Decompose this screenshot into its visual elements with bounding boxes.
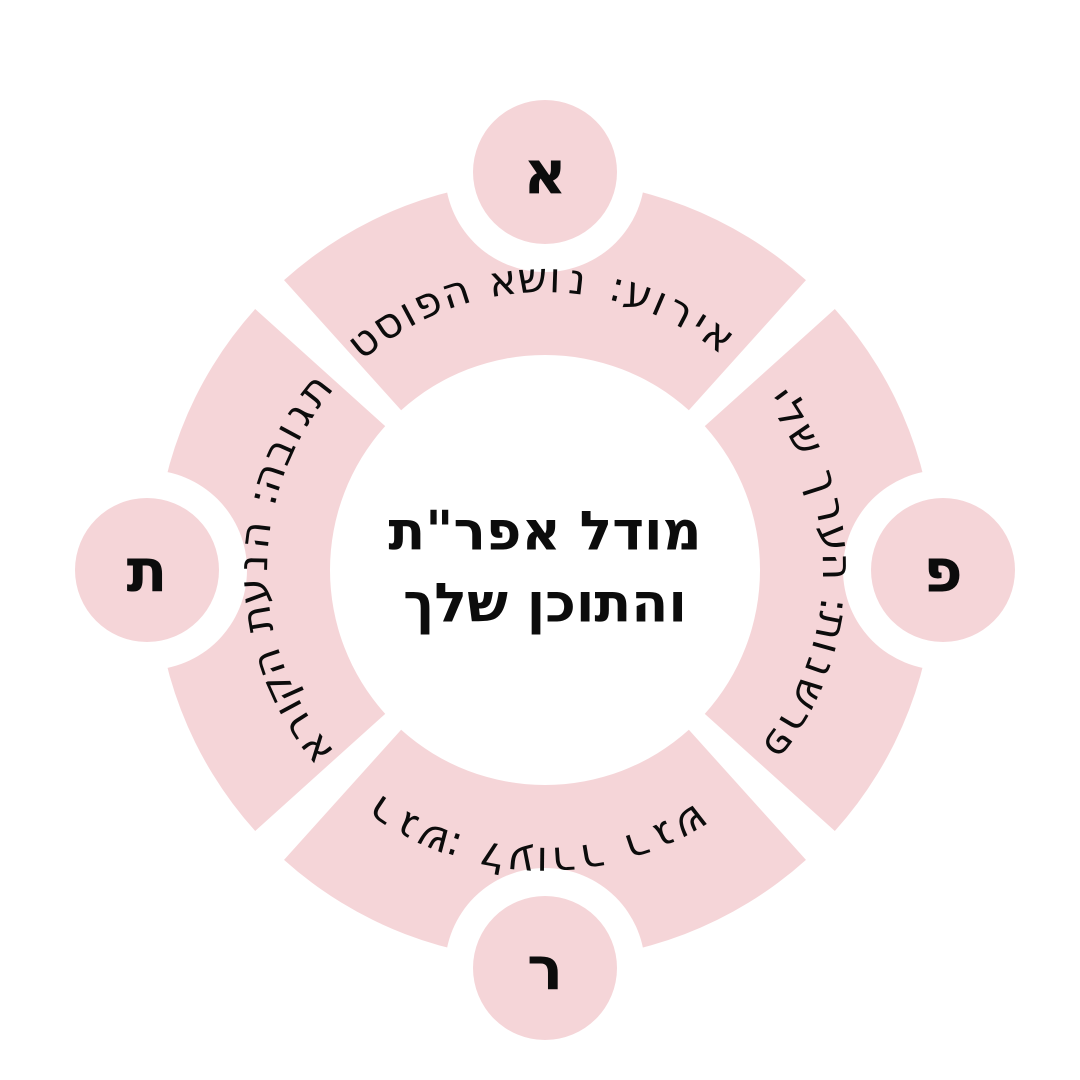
arc-segment-right (704, 309, 936, 831)
letter-circle-bottom (473, 896, 617, 1040)
letter-right: פ (923, 537, 962, 607)
diagram-title-line1: מודל אפר"ת (388, 499, 701, 562)
arc-label-char: ר (551, 837, 578, 887)
arc-segment-left (154, 309, 386, 831)
arc-label-char: ה (813, 552, 862, 580)
letter-left: ת (127, 537, 168, 607)
diagram-title: מודל אפר"ת והתוכן שלך (388, 499, 701, 634)
arc-label-char: ע (505, 836, 535, 887)
arc-label-char: ו (548, 253, 561, 302)
arc-label-char: ע (228, 576, 279, 606)
arc-label-char: ש (516, 253, 548, 303)
letter-circle-top (473, 100, 617, 244)
arc-label-char: נ (228, 554, 277, 572)
arc-label-char: : (810, 595, 860, 615)
letter-circle-left (75, 498, 219, 642)
letter-circle-right (871, 498, 1015, 642)
arc-label-char: נ (566, 254, 588, 305)
arc-segment-bottom (284, 729, 806, 961)
letter-bottom: ר (527, 935, 563, 1005)
letter-top: א (523, 139, 567, 209)
arc-label-char: ע (810, 522, 862, 554)
diagram-title-line2: והתוכן שלך (403, 571, 687, 634)
arc-segment-top (284, 179, 806, 411)
arc-label-char: ה (229, 518, 281, 551)
arc-label-char: ו (536, 838, 548, 887)
